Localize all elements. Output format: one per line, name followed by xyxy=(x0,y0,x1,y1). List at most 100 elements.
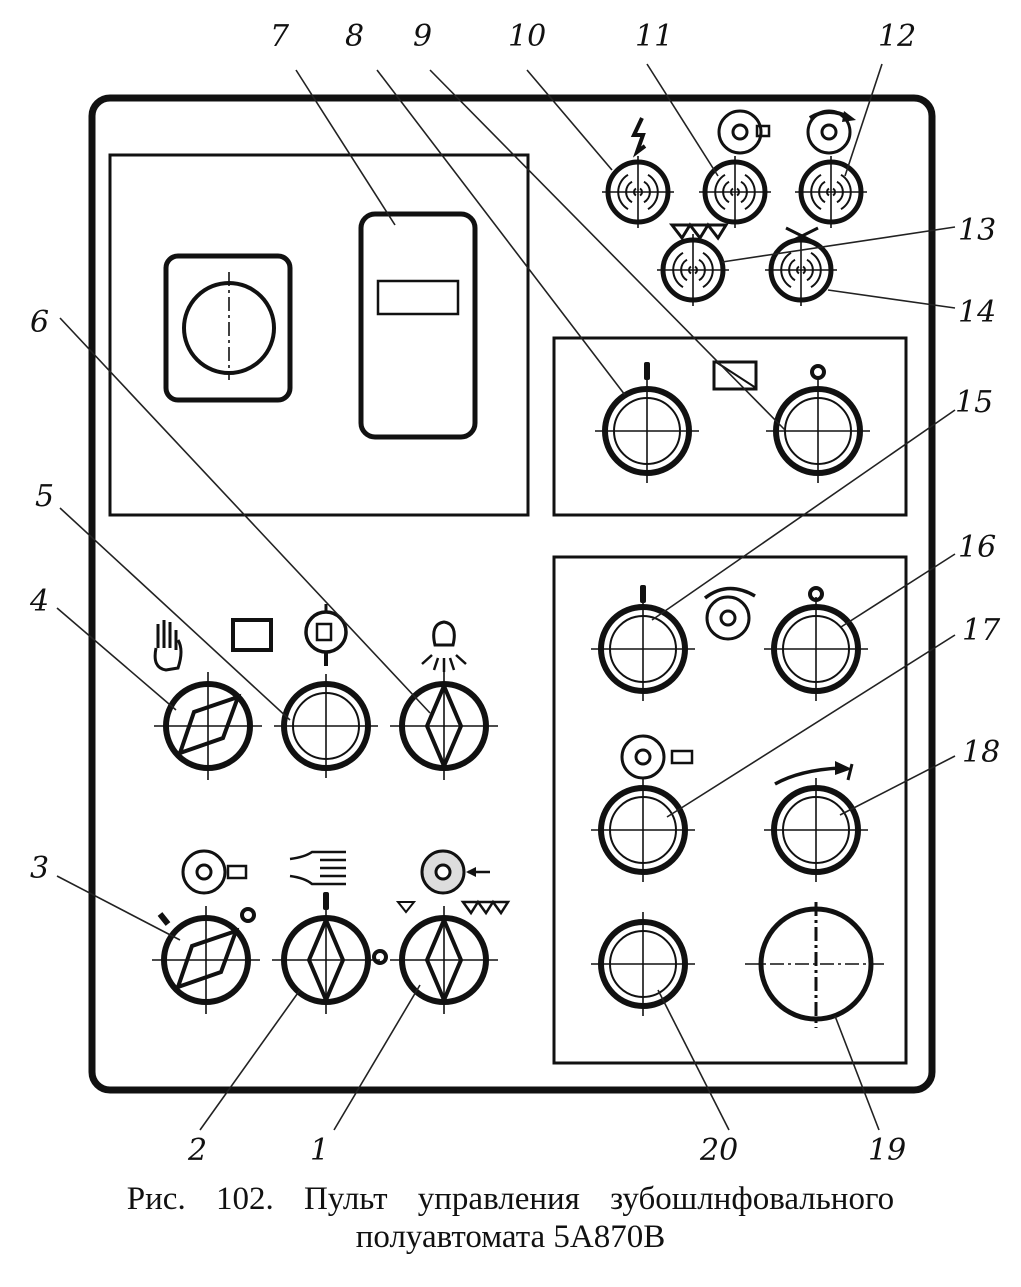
rotary-switch-1[interactable] xyxy=(390,906,498,1014)
rotary-switch-4[interactable] xyxy=(154,672,262,780)
single-triangle-icon xyxy=(395,901,417,914)
coolant-icon xyxy=(289,850,346,886)
lamp-icon xyxy=(432,620,456,647)
switch-handle[interactable] xyxy=(174,927,240,991)
button-20[interactable] xyxy=(591,912,695,1016)
grinding-wheel-dresser-icon xyxy=(717,109,763,155)
callout-number-7: 7 xyxy=(270,19,290,54)
panel-outline xyxy=(88,94,936,1094)
grinding-wheel-dresser-icon xyxy=(181,849,227,895)
grinding-wheel-dresser-icon xyxy=(705,595,751,641)
callout-number-15: 15 xyxy=(955,385,993,420)
callout-number-4: 4 xyxy=(29,584,49,619)
wheel-hub xyxy=(434,863,452,881)
leader-line-20 xyxy=(657,989,730,1131)
cycle-arrows-icon xyxy=(231,618,273,652)
leader-line-8 xyxy=(376,69,626,396)
button-8[interactable] xyxy=(595,379,699,483)
lightning-icon xyxy=(630,117,647,158)
button-17[interactable] xyxy=(591,778,695,882)
callout-number-19: 19 xyxy=(868,1133,906,1168)
position-mark-icon xyxy=(846,763,854,781)
wheel-outline xyxy=(717,109,763,155)
leader-line-16 xyxy=(840,553,956,628)
arrow-head xyxy=(835,761,852,775)
leader-line-1 xyxy=(333,984,421,1131)
cross-arrows-icon xyxy=(785,226,819,246)
signal-lamp-11 xyxy=(699,156,771,228)
table-glyph xyxy=(315,622,333,642)
button-16[interactable] xyxy=(764,597,868,701)
leader-line-14 xyxy=(827,289,956,309)
rotary-switch-3[interactable] xyxy=(152,906,260,1014)
button-18[interactable] xyxy=(764,778,868,882)
right-lower-subpanel xyxy=(552,555,908,1065)
signal-lamp-14 xyxy=(765,234,837,306)
instrument-housing xyxy=(358,211,478,440)
button-9[interactable] xyxy=(766,379,870,483)
wheel-hub xyxy=(731,123,749,141)
callout-number-14: 14 xyxy=(958,295,996,330)
callout-number-17: 17 xyxy=(962,613,1001,648)
wheel-hub xyxy=(634,748,652,766)
rotation-arrow-icon xyxy=(703,586,756,600)
off-mark-icon xyxy=(808,586,824,602)
button-15[interactable] xyxy=(591,597,695,701)
wheel-outline xyxy=(181,849,227,895)
callout-number-12: 12 xyxy=(878,19,916,54)
leader-line-9 xyxy=(429,69,786,431)
on-mark-icon xyxy=(640,585,646,603)
upper-left-subpanel xyxy=(108,153,530,517)
instrument-window xyxy=(376,279,460,316)
off-mark-icon xyxy=(372,949,388,965)
dresser-tool-icon xyxy=(755,124,771,138)
dresser-tool-icon xyxy=(670,749,694,765)
figure-caption-line1: Рис. 102. Пульт управления зубошлнфоваль… xyxy=(126,1181,895,1217)
signal-lamp-12 xyxy=(795,156,867,228)
arrow-head xyxy=(466,867,476,877)
switch-handle[interactable] xyxy=(176,693,242,757)
dresser-tool-icon xyxy=(226,864,248,880)
wheel-hub xyxy=(719,609,737,627)
arrow-head xyxy=(842,111,856,122)
callout-number-10: 10 xyxy=(508,19,546,54)
signal-lamp-10 xyxy=(602,156,674,228)
rotation-arrow-icon xyxy=(774,766,841,786)
leader-line-6 xyxy=(59,317,431,714)
callout-number-8: 8 xyxy=(345,19,364,54)
leader-line-15 xyxy=(651,409,956,621)
wheel-outline xyxy=(705,595,751,641)
callout-number-3: 3 xyxy=(30,851,49,886)
callout-number-2: 2 xyxy=(187,1133,207,1168)
rotary-switch-6[interactable] xyxy=(390,672,498,780)
grinding-wheel-dresser-icon xyxy=(620,734,666,780)
hand-icon xyxy=(153,620,183,672)
wheel-hub xyxy=(195,863,213,881)
on-mark-icon xyxy=(644,362,650,380)
leader-line-10 xyxy=(526,69,613,171)
switch-handle[interactable] xyxy=(424,914,464,1006)
triple-triangle-icon xyxy=(460,899,511,916)
triple-triangle-icon xyxy=(668,222,729,241)
switch-handle[interactable] xyxy=(424,680,464,772)
on-mark-icon xyxy=(157,912,171,926)
button-5[interactable] xyxy=(274,674,378,778)
lamp-rays xyxy=(421,654,467,672)
leader-line-4 xyxy=(56,607,177,711)
grinding-wheel-dresser-icon xyxy=(420,849,466,895)
callout-number-6: 6 xyxy=(30,305,49,340)
callout-number-5: 5 xyxy=(35,479,54,514)
rotary-switch-2[interactable] xyxy=(272,906,380,1014)
leader-line-2 xyxy=(199,989,301,1131)
switch-frame xyxy=(163,253,293,403)
leader-line-11 xyxy=(646,63,719,177)
leader-line-5 xyxy=(59,507,291,721)
leader-line-7 xyxy=(295,69,396,226)
emergency-stop-19[interactable] xyxy=(745,902,885,1028)
figure-caption-line2: полуавтомата 5А870В xyxy=(355,1219,666,1255)
signal-lamp-13 xyxy=(657,234,729,306)
leader-line-13 xyxy=(721,226,956,263)
switch-handle[interactable] xyxy=(306,914,346,1006)
callout-number-18: 18 xyxy=(962,735,1000,770)
